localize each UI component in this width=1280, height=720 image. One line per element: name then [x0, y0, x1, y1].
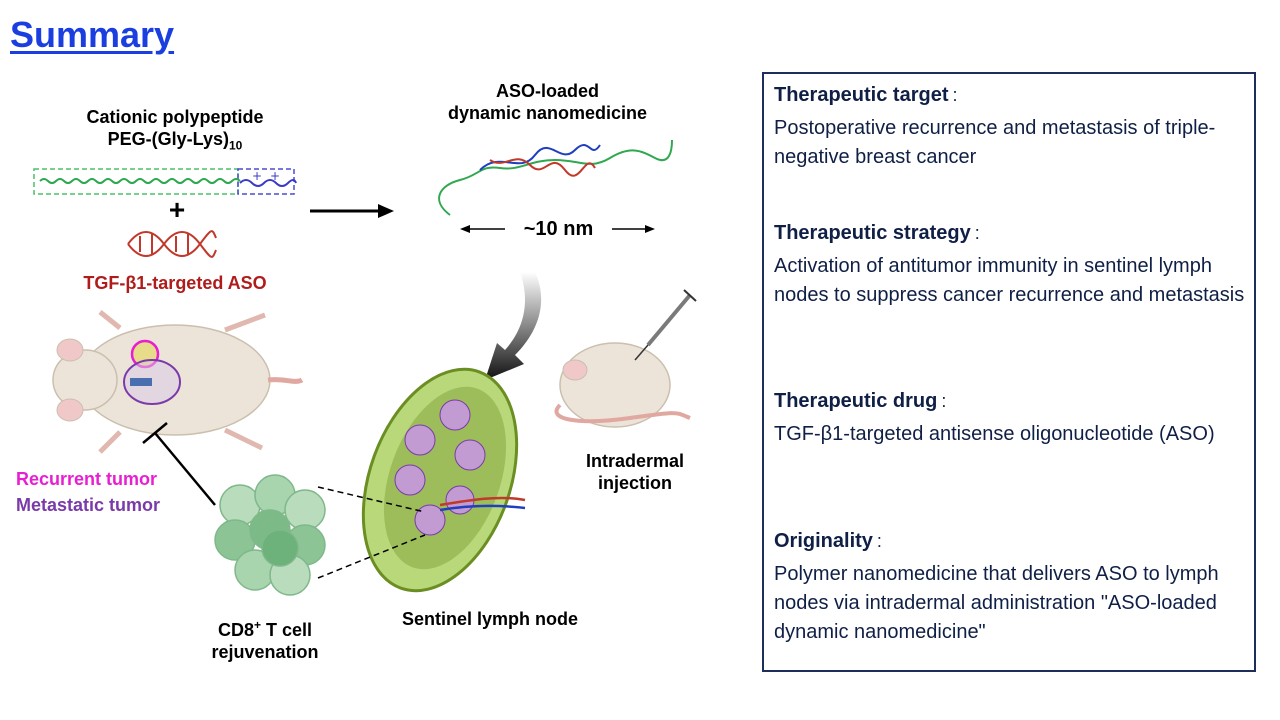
heading-text: Therapeutic drug — [774, 390, 938, 412]
summary-box: Therapeutic target: Postoperative recurr… — [762, 72, 1256, 672]
section-heading: Therapeutic strategy: — [774, 220, 1250, 246]
curved-arrow-icon — [485, 272, 542, 380]
t-cell-cd8: CD8 — [217, 620, 254, 640]
mechanism-diagram: + + — [33, 139, 697, 596]
t-cell-text: T cell — [261, 620, 313, 640]
aso-label: TGF-β1-targeted ASO — [83, 273, 267, 293]
t-cell-superscript: + — [253, 618, 261, 632]
section-heading: Therapeutic target: — [774, 82, 1250, 108]
aso-helix-icon — [127, 230, 217, 258]
connector-dashed-lines — [317, 486, 426, 579]
lymph-node-label: Sentinel lymph node — [401, 609, 579, 629]
injected-mouse-icon — [554, 289, 697, 428]
heading-text: Originality — [774, 530, 873, 552]
t-cell-label: CD8+ T cell rejuvenation — [190, 614, 340, 663]
heading-colon: : — [876, 531, 882, 551]
svg-text:+: + — [252, 169, 262, 183]
section-therapeutic-target: Therapeutic target: Postoperative recurr… — [774, 82, 1250, 172]
heading-colon: : — [941, 391, 947, 411]
t-cell-label-line2: rejuvenation — [211, 642, 319, 662]
section-body: TGF-β1-targeted antisense oligonucleotid… — [774, 423, 1215, 445]
size-scale-arrows — [460, 225, 655, 233]
injection-label: Intradermal injection — [560, 450, 710, 494]
svg-text:+: + — [270, 169, 280, 183]
section-originality: Originality: Polymer nanomedicine that d… — [774, 528, 1250, 647]
section-therapeutic-strategy: Therapeutic strategy: Activation of anti… — [774, 220, 1250, 310]
inhibition-line-icon — [142, 422, 216, 506]
nanomedicine-label-line1: ASO-loaded — [495, 81, 599, 101]
arrow-right-icon — [310, 204, 394, 218]
mouse-supine-icon — [52, 310, 304, 454]
lymph-node-icon — [361, 367, 526, 593]
injection-label-line2: injection — [597, 473, 672, 493]
section-body: Activation of antitumor immunity in sent… — [774, 255, 1245, 306]
recurrent-tumor-label: Recurrent tumor — [16, 469, 158, 489]
heading-text: Therapeutic target — [774, 84, 949, 106]
page-title[interactable]: Summary — [10, 14, 175, 55]
plus-sign: + — [168, 194, 186, 225]
size-label: ~10 nm — [523, 218, 594, 240]
section-body: Postoperative recurrence and metastasis … — [774, 117, 1216, 168]
section-heading: Originality: — [774, 528, 1250, 554]
polypeptide-label: Cationic polypeptide PEG-(Gly-Lys)10 — [40, 106, 310, 157]
section-body: Polymer nanomedicine that delivers ASO t… — [774, 563, 1219, 643]
heading-colon: : — [952, 85, 958, 105]
section-heading: Therapeutic drug: — [774, 388, 1250, 414]
polypeptide-label-line1: Cationic polypeptide — [86, 107, 264, 127]
t-cell-cluster-icon — [214, 474, 326, 596]
polypeptide-formula: PEG-(Gly-Lys) — [107, 129, 229, 149]
nanomedicine-strand-icon — [438, 139, 673, 216]
nanomedicine-label: ASO-loaded dynamic nanomedicine — [410, 80, 685, 124]
polypeptide-subscript: 10 — [229, 138, 243, 153]
section-therapeutic-drug: Therapeutic drug: TGF-β1-targeted antise… — [774, 388, 1250, 449]
polypeptide-label-line2: PEG-(Gly-Lys)10 — [40, 128, 310, 157]
injection-label-line1: Intradermal — [585, 451, 685, 471]
t-cell-label-line1: CD8+ T cell — [190, 614, 340, 641]
nanomedicine-label-line2: dynamic nanomedicine — [447, 103, 648, 123]
heading-colon: : — [974, 223, 980, 243]
heading-text: Therapeutic strategy — [774, 222, 971, 244]
polypeptide-chain-icon: + + — [33, 168, 297, 195]
metastatic-tumor-label: Metastatic tumor — [16, 495, 161, 515]
